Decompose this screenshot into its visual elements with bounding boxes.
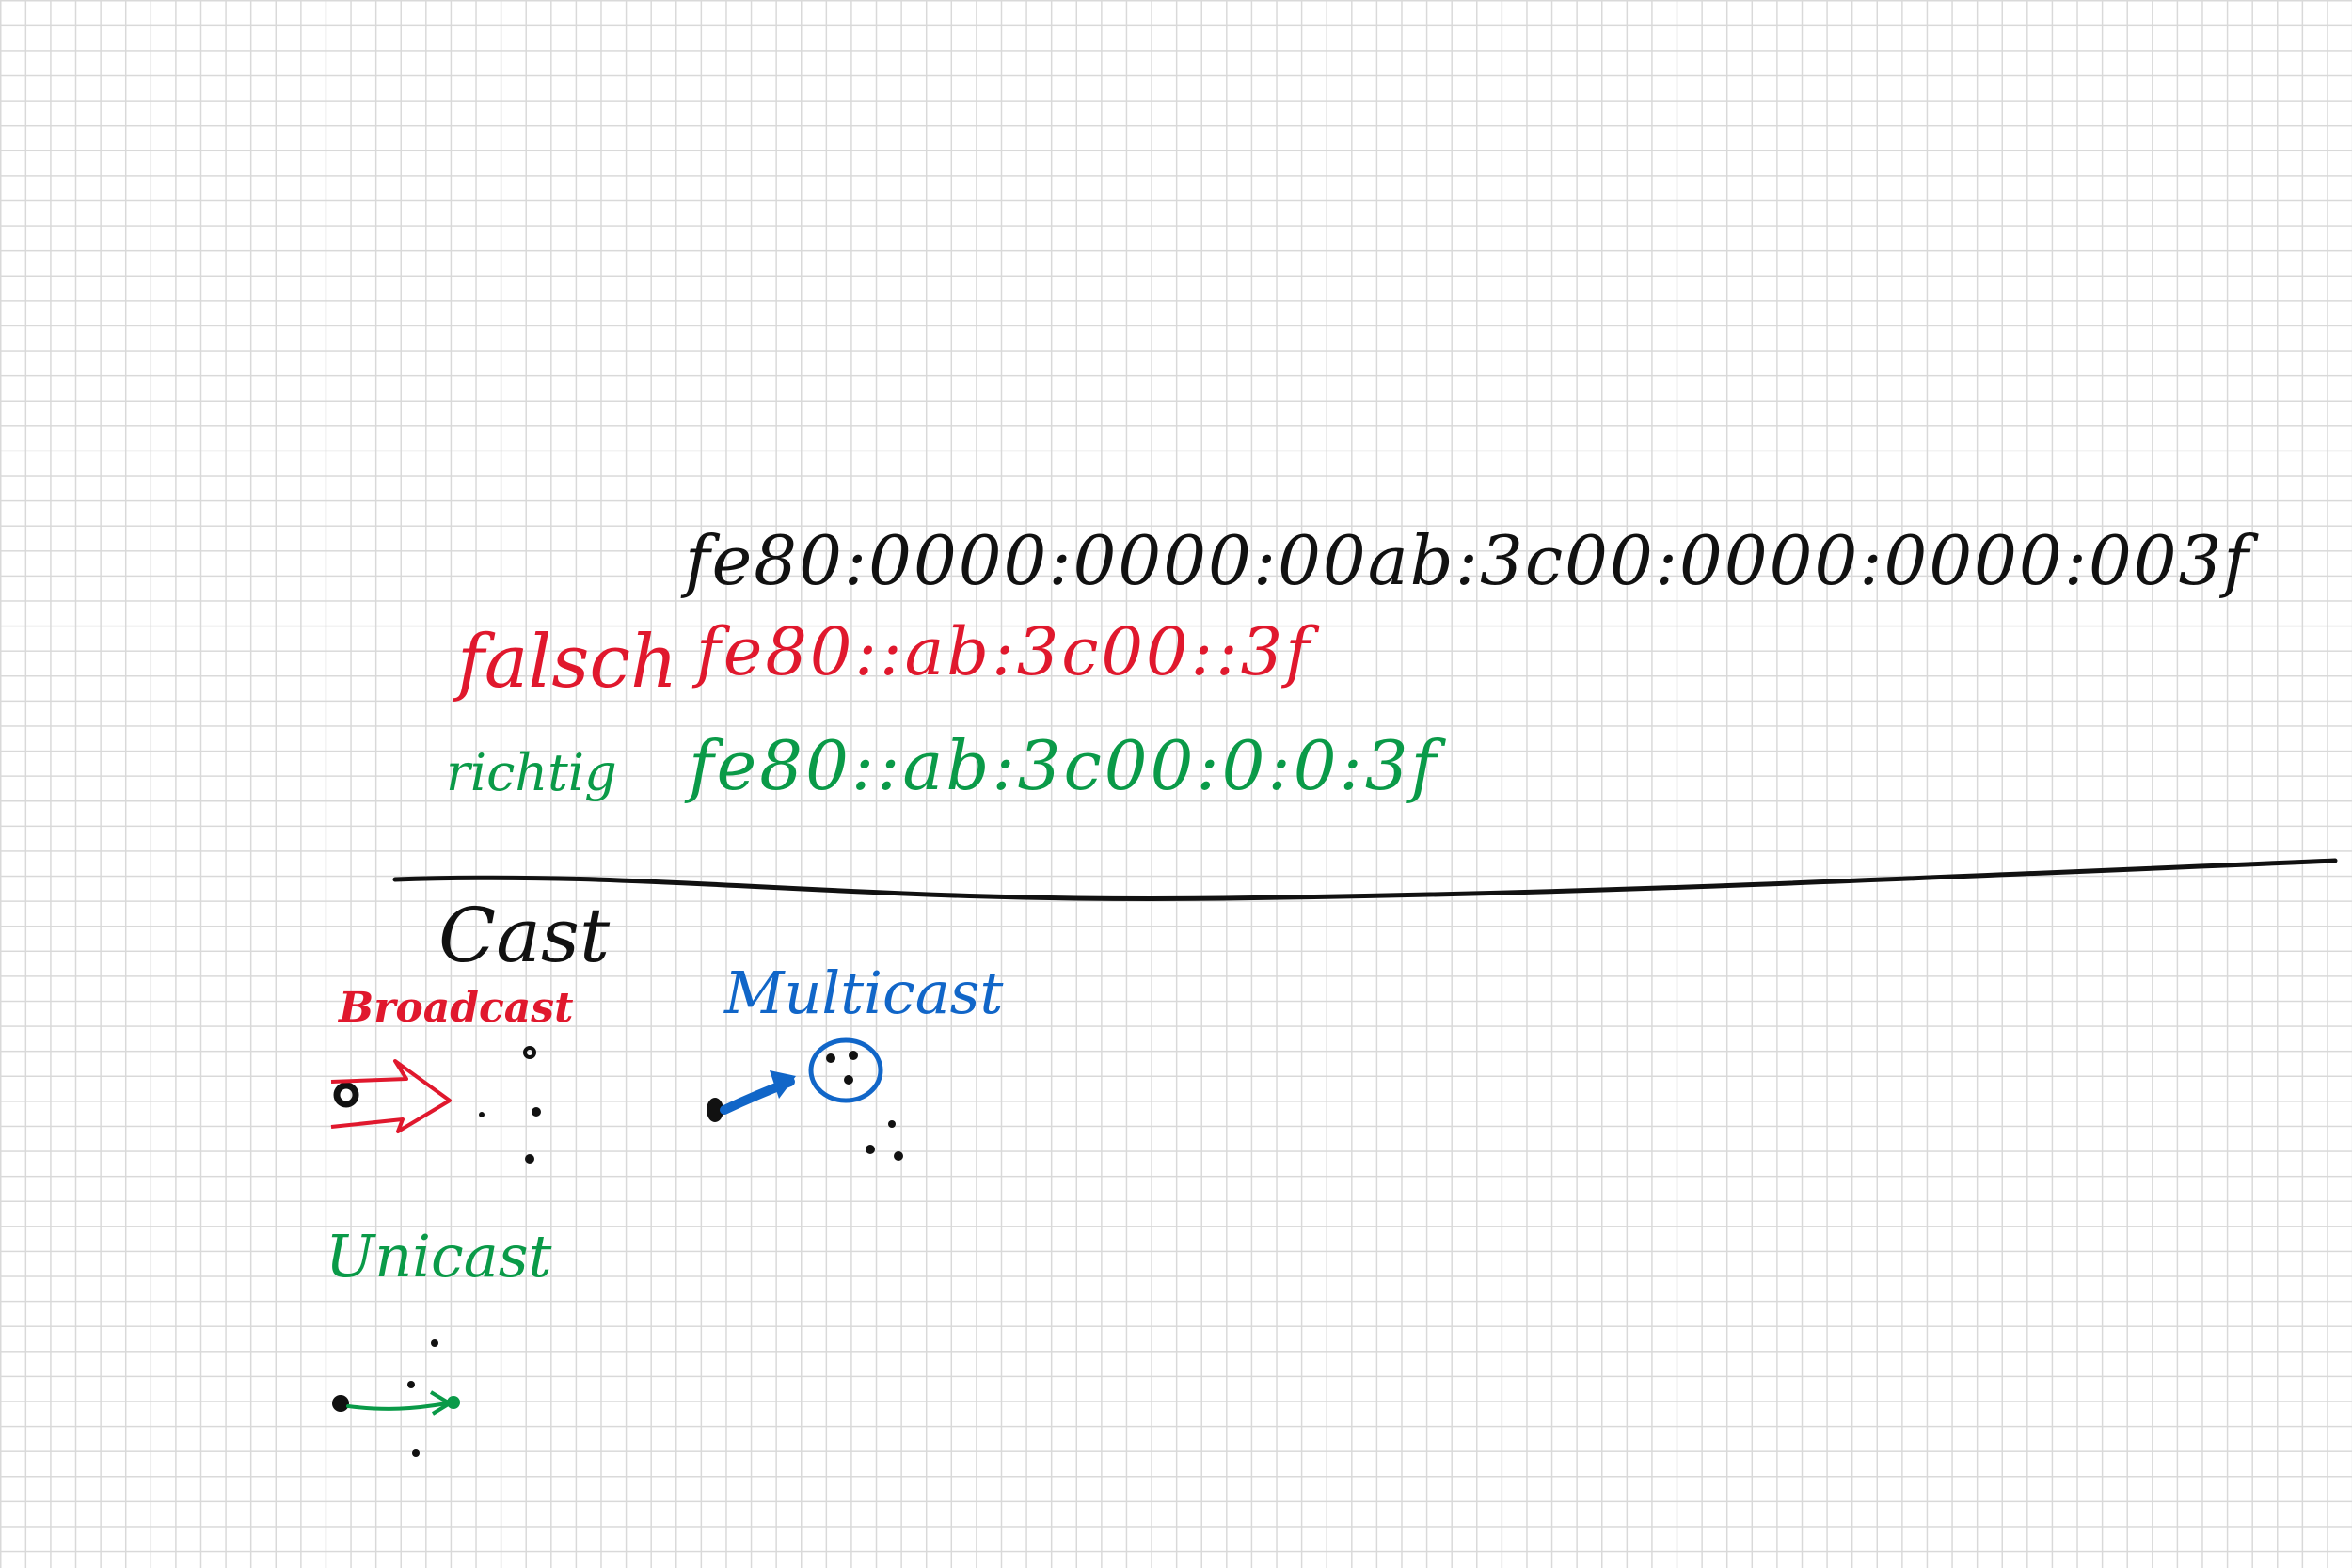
ipv6-right-abbreviation: fe80::ab:3c00:0:0:3f	[689, 726, 1439, 805]
label-unicast: Unicast	[326, 1222, 552, 1291]
divider-line	[392, 858, 2338, 901]
unicast-other-dot	[412, 1449, 420, 1457]
label-falsch: falsch	[457, 620, 678, 705]
unicast-other-dot	[431, 1339, 438, 1347]
multicast-sender-dot	[707, 1098, 723, 1122]
broadcast-receiver-dot	[525, 1154, 534, 1164]
unicast-other-dot	[407, 1381, 415, 1388]
multicast-arrowhead	[770, 1070, 796, 1099]
broadcast-receiver-dot	[532, 1107, 541, 1117]
label-broadcast: Broadcast	[339, 984, 574, 1032]
multicast-group-member	[849, 1051, 858, 1060]
multicast-diagram	[707, 1037, 903, 1161]
broadcast-receiver-dot	[479, 1112, 485, 1117]
ipv6-full-address: fe80:0000:0000:00ab:3c00:0000:0000:003f	[685, 521, 2251, 600]
unicast-arrow-icon	[346, 1402, 449, 1411]
broadcast-arrow-icon	[330, 1059, 452, 1133]
multicast-other-dot	[888, 1120, 896, 1128]
label-richtig: richtig	[446, 743, 617, 802]
ipv6-wrong-abbreviation: fe80::ab:3c00::3f	[696, 613, 1313, 690]
broadcast-sender-dot	[333, 1082, 359, 1108]
broadcast-receiver-dot	[523, 1046, 536, 1059]
heading-cast: Cast	[438, 892, 611, 979]
broadcast-diagram	[330, 1046, 541, 1164]
label-multicast: Multicast	[724, 958, 1004, 1027]
multicast-other-dot	[866, 1145, 875, 1154]
unicast-diagram	[332, 1339, 460, 1457]
multicast-group-circle	[808, 1037, 883, 1103]
multicast-group-member	[826, 1053, 835, 1063]
multicast-other-dot	[894, 1151, 903, 1161]
multicast-group-member	[844, 1075, 853, 1085]
unicast-receiver-dot	[447, 1396, 460, 1409]
unicast-sender-dot	[332, 1395, 349, 1412]
